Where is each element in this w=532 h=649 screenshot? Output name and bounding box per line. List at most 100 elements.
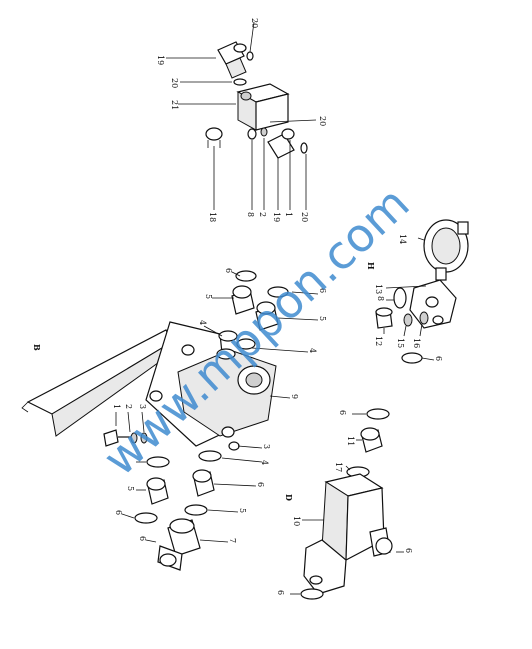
callout-label: 6 (138, 536, 147, 541)
washer (184, 504, 208, 516)
callout-label: 8 (376, 296, 385, 301)
main-assembly: 6 5 6 5 4 4 9 3 2 1 3 4 6 5 5 6 7 6 B (21, 268, 327, 571)
washer (267, 286, 289, 298)
washer (366, 408, 390, 420)
callout-label: 20 (318, 116, 327, 126)
valve-port (432, 315, 444, 325)
washer (235, 270, 257, 282)
bolt-head (103, 429, 119, 447)
o-ring (403, 313, 413, 327)
callout-label: 5 (318, 316, 327, 321)
union-nut (169, 518, 195, 534)
fitting-hex (192, 469, 212, 483)
callout-label: 5 (204, 294, 213, 299)
section-label-b: B (32, 344, 42, 351)
diaphragm-stem (435, 267, 447, 281)
seal-ring (218, 330, 238, 342)
washer (134, 512, 158, 524)
bottom-assembly: 6 11 17 10 6 6 D (276, 408, 413, 600)
bolt-head (205, 127, 223, 141)
callout-label: 6 (338, 410, 347, 415)
callout-label: 5 (238, 508, 247, 513)
callout-label: 19 (156, 55, 165, 65)
callout-label: 9 (290, 394, 299, 399)
callout-label: 13 (374, 284, 383, 294)
mount-hole (181, 344, 195, 356)
fitting-hex (232, 285, 252, 299)
bolt-head (375, 307, 393, 317)
valve-port (240, 91, 252, 101)
callout-label: 6 (318, 288, 327, 293)
side-fitting-port (375, 537, 393, 555)
washer (247, 128, 257, 140)
callout-label: 4 (308, 348, 317, 353)
right-assembly: 14 13 8 12 15 16 6 H (366, 219, 469, 364)
washer (300, 588, 324, 600)
fitting-hex (146, 477, 166, 491)
elbow-fitting-body (225, 57, 247, 79)
callout-label: 4 (260, 460, 269, 465)
callout-label: 20 (300, 212, 309, 222)
diaphragm-cap (457, 221, 469, 235)
callout-label: 6 (404, 548, 413, 553)
callout-label: 6 (276, 590, 285, 595)
callout-label: 6 (256, 482, 265, 487)
mount-hole (221, 426, 235, 438)
washer (300, 142, 308, 154)
seal-ring (216, 348, 236, 360)
callout-label: 21 (170, 100, 179, 110)
top-assembly: 20 19 20 21 20 18 8 2 19 1 20 (156, 18, 327, 222)
washer (393, 287, 407, 309)
washer (246, 51, 254, 61)
nut (281, 128, 295, 140)
callout-label: 16 (412, 338, 421, 348)
callout-label: 6 (114, 510, 123, 515)
callout-label: 3 (262, 444, 271, 449)
flat-washer (140, 432, 148, 444)
plate-lip (21, 401, 29, 413)
section-label-h: H (366, 262, 376, 270)
callout-label: 2 (124, 404, 133, 409)
callout-label: 17 (334, 462, 343, 472)
fitting-hex (360, 427, 380, 441)
callout-label: 1 (112, 404, 121, 409)
callout-label: 12 (374, 336, 383, 346)
callout-label: 10 (292, 516, 301, 526)
callout-label: 20 (170, 78, 179, 88)
callout-label: 5 (126, 486, 135, 491)
callout-label: 2 (258, 212, 267, 217)
callout-label: 4 (198, 320, 207, 325)
callout-label: 18 (208, 212, 217, 222)
o-ring (260, 127, 268, 137)
callout-label: 19 (272, 212, 281, 222)
diaphragm-inner (431, 227, 461, 265)
lower-port (309, 575, 323, 585)
nut (228, 441, 240, 451)
elbow-port (159, 553, 177, 567)
manifold-bore (245, 372, 263, 388)
callout-label: 6 (224, 268, 233, 273)
seal-ring (236, 338, 256, 350)
callout-label: 6 (434, 356, 443, 361)
fitting-hex (256, 301, 276, 315)
callout-label: 3 (138, 404, 147, 409)
washer (401, 352, 423, 364)
o-ring (419, 311, 429, 325)
washer (198, 450, 222, 462)
bolt-shank (207, 140, 221, 148)
mount-hole (149, 390, 163, 402)
lock-washer (130, 432, 138, 444)
callout-label: 20 (250, 18, 259, 28)
callout-label: 8 (246, 212, 255, 217)
washer (233, 78, 247, 86)
callout-label: 15 (396, 338, 405, 348)
callout-label: 11 (346, 436, 355, 446)
section-label-d: D (284, 494, 294, 501)
valve-block-front (255, 93, 289, 131)
elbow-port (233, 43, 247, 53)
callout-label: 14 (398, 234, 407, 244)
elbow-fitting (267, 133, 295, 159)
callout-label: 1 (284, 212, 293, 217)
